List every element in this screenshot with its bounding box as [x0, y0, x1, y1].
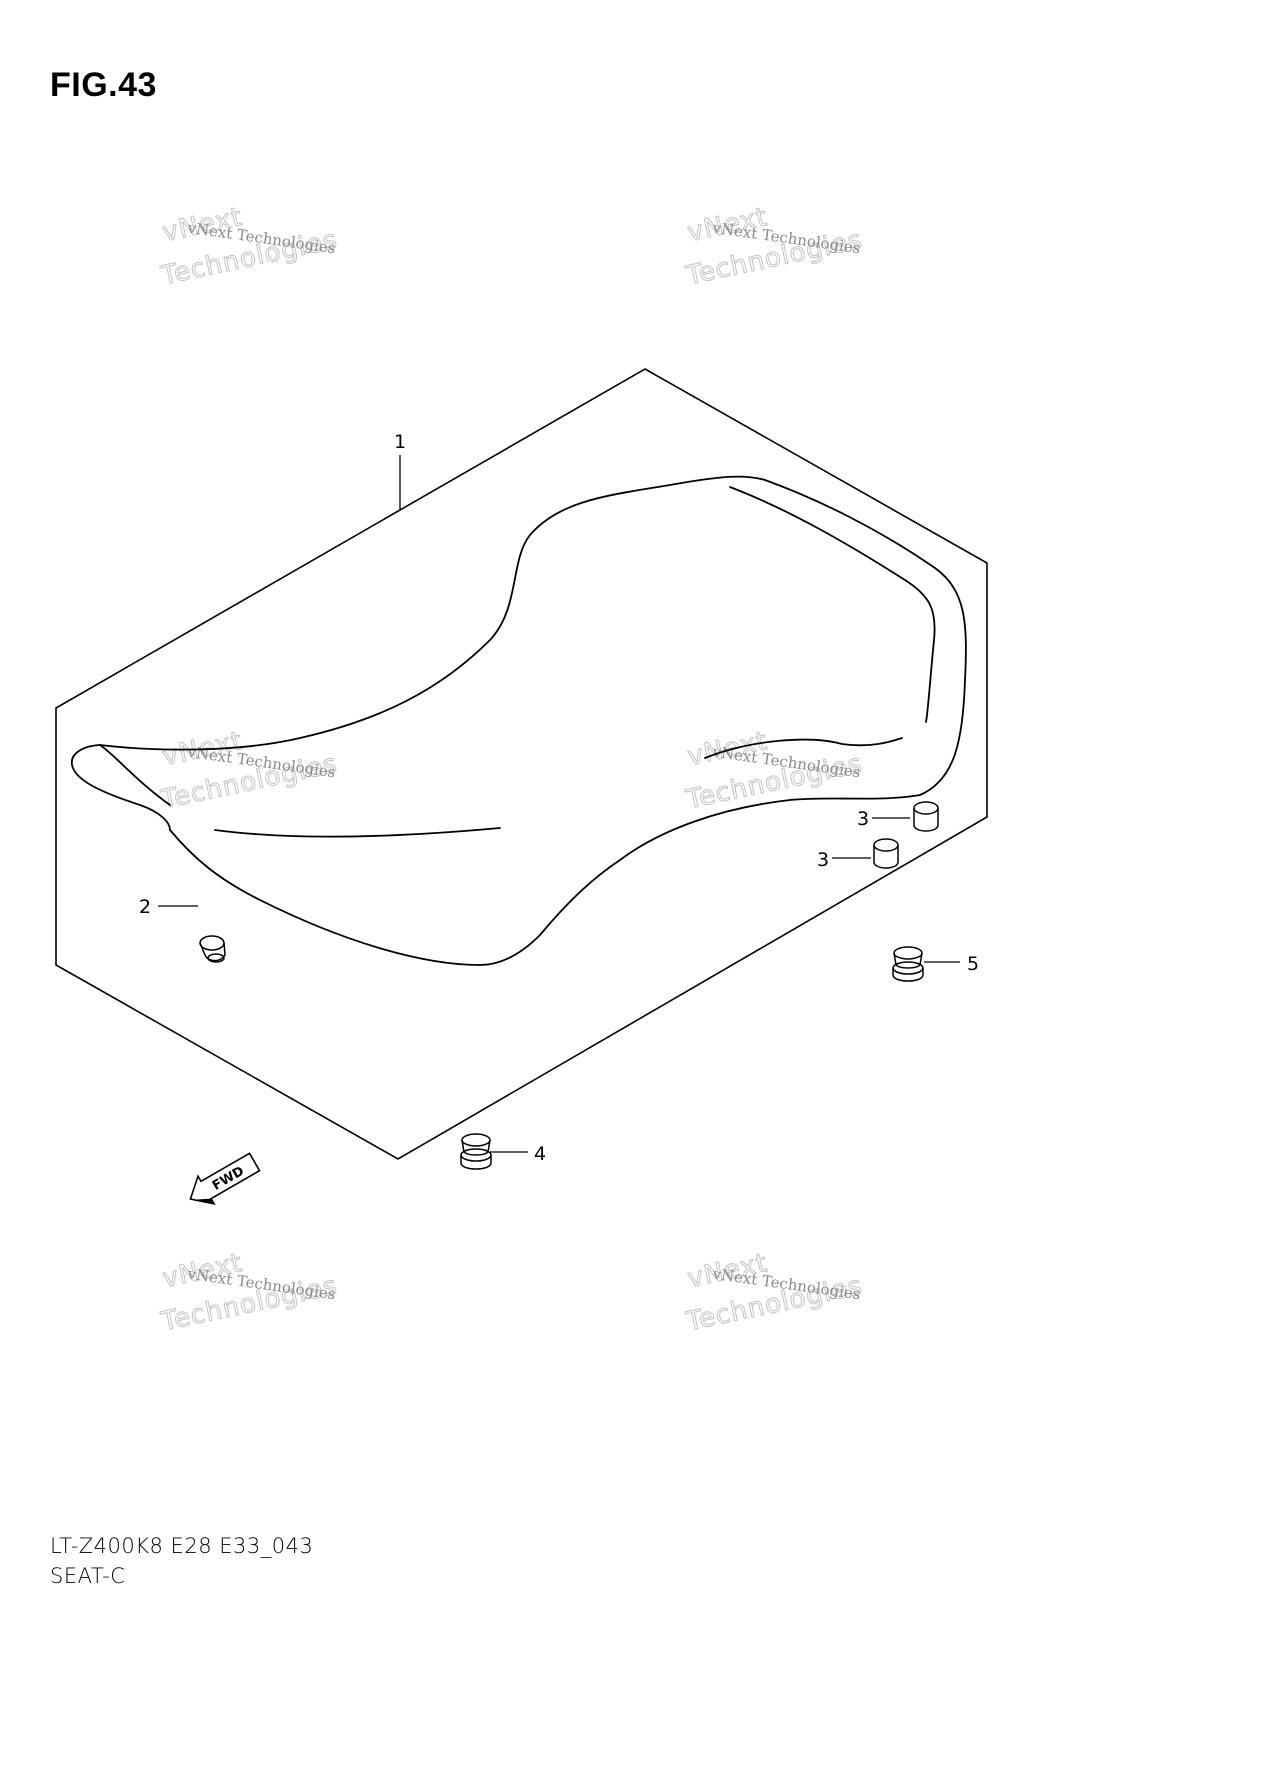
forward-arrow-icon: FWD [189, 1152, 261, 1205]
clip-part-2 [199, 935, 226, 963]
callout-2: 2 [139, 896, 151, 918]
figure-name: SEAT-C [50, 1564, 126, 1588]
watermark-mid-left: vNext Technologies vNext Technologies [157, 726, 340, 817]
watermark-top-right: vNext Technologies vNext Technologies [682, 202, 865, 293]
cushion-part-3a [913, 801, 939, 832]
model-code: LT-Z400K8 E28 E33_043 [50, 1534, 314, 1558]
leader-lines [158, 455, 960, 1153]
callout-4: 4 [534, 1143, 546, 1165]
seat-cushion [70, 475, 967, 966]
grommet-part-5 [892, 946, 924, 982]
watermark-bottom-left: vNext Technologies vNext Technologies [157, 1248, 340, 1339]
callout-3: 3 [817, 849, 829, 871]
cushion-part-3b [873, 838, 899, 869]
callout-1: 1 [394, 431, 406, 453]
watermark-bottom-right: vNext Technologies vNext Technologies [682, 1248, 865, 1339]
assembly-outline [55, 368, 988, 1160]
watermark-top-left: vNext Technologies vNext Technologies [157, 202, 340, 293]
figure-title: FIG.43 [50, 66, 157, 104]
callout-5: 5 [967, 953, 979, 975]
callout-3: 3 [857, 808, 869, 830]
grommet-part-4 [460, 1133, 492, 1170]
